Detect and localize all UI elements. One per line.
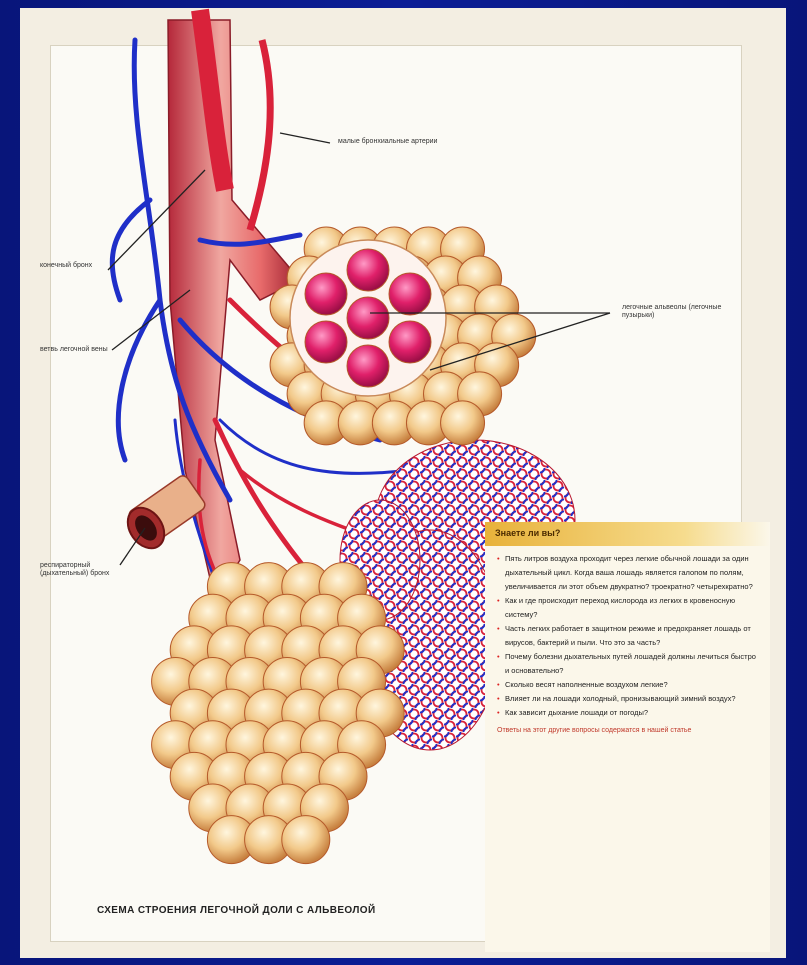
- label-bronchiole: конечный бронх: [40, 262, 115, 270]
- label-alveoli: легочные альвеолы (легочные пузырьки): [622, 304, 732, 320]
- alveolus-cut: [347, 345, 389, 387]
- upper-alveolar-sac: [270, 227, 536, 445]
- alveolus: [441, 401, 485, 445]
- fact-item: Почему болезни дыхательных путей лошадей…: [497, 650, 762, 678]
- label-vein: ветвь легочной вены: [40, 346, 150, 354]
- did-you-know-box: Знаете ли вы? Пять литров воздуха проход…: [485, 522, 770, 952]
- alveolus-cut: [389, 321, 431, 363]
- artery-right: [250, 40, 270, 230]
- lower-alveolar-sac: [152, 563, 405, 864]
- alveolus-cut: [389, 273, 431, 315]
- did-you-know-footer: Ответы на этот другие вопросы содержатся…: [485, 720, 770, 736]
- diagram-caption: СХЕМА СТРОЕНИЯ ЛЕГОЧНОЙ ДОЛИ С АЛЬВЕОЛОЙ: [97, 905, 376, 916]
- fact-item: Сколько весят наполненные воздухом легки…: [497, 678, 762, 692]
- fact-item: Как зависит дыхание лошади от погоды?: [497, 706, 762, 720]
- fact-item: Как и где происходит переход кислорода и…: [497, 594, 762, 622]
- alveolus: [282, 816, 330, 864]
- label-arteries: малые бронхиальные артерии: [338, 138, 448, 146]
- alveolus-cut: [305, 321, 347, 363]
- fact-item: Пять литров воздуха проходит через легки…: [497, 552, 762, 594]
- alveolus-cut: [347, 297, 389, 339]
- alveolus-cut: [347, 249, 389, 291]
- did-you-know-title: Знаете ли вы?: [485, 522, 770, 546]
- fact-item: Часть легких работает в защитном режиме …: [497, 622, 762, 650]
- did-you-know-list: Пять литров воздуха проходит через легки…: [485, 552, 770, 720]
- alveolus-cut: [305, 273, 347, 315]
- fact-item: Влияет ли на лошади холодный, пронизываю…: [497, 692, 762, 706]
- label-respiratory-bronchiole: респираторный (дыхательный) бронх: [40, 562, 120, 578]
